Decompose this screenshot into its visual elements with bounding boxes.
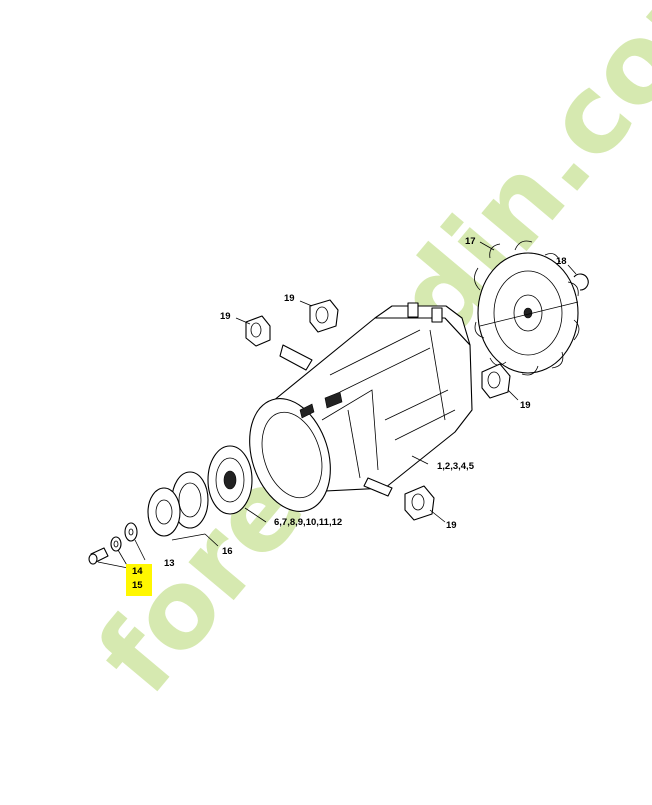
- label-washer: 13: [164, 558, 175, 569]
- damper-right: [481, 363, 511, 399]
- washer: [124, 522, 138, 542]
- label-fan: 17: [465, 236, 476, 247]
- damper-bottom: [404, 485, 435, 521]
- label-damper-top: 19: [284, 293, 295, 304]
- motor-housing: [249, 302, 473, 512]
- label-damper-bottom: 19: [446, 520, 457, 531]
- label-spacer: 14: [132, 566, 143, 577]
- damper-top-left: [245, 315, 271, 347]
- spacer: [110, 536, 122, 552]
- label-screw: 15: [132, 580, 143, 591]
- bearing-plate: [207, 445, 253, 515]
- callout-labels: 1,2,3,4,5 6,7,8,9,10,11,12 13 14 15 16 1…: [132, 236, 567, 591]
- leader-lines: [97, 241, 577, 569]
- circlip: [573, 273, 589, 291]
- damper-top: [309, 299, 339, 333]
- label-bearing-plate: 6,7,8,9,10,11,12: [274, 517, 342, 528]
- label-damper-right: 19: [520, 400, 531, 411]
- label-circlip: 18: [556, 256, 567, 267]
- cooling-fan: [474, 240, 580, 376]
- highlight-15: [126, 564, 152, 596]
- bearing-set: [147, 471, 209, 541]
- label-damper-top-left: 19: [220, 311, 231, 322]
- label-housing: 1,2,3,4,5: [437, 461, 475, 472]
- screw: [88, 547, 109, 565]
- label-bearing-set: 16: [222, 546, 233, 557]
